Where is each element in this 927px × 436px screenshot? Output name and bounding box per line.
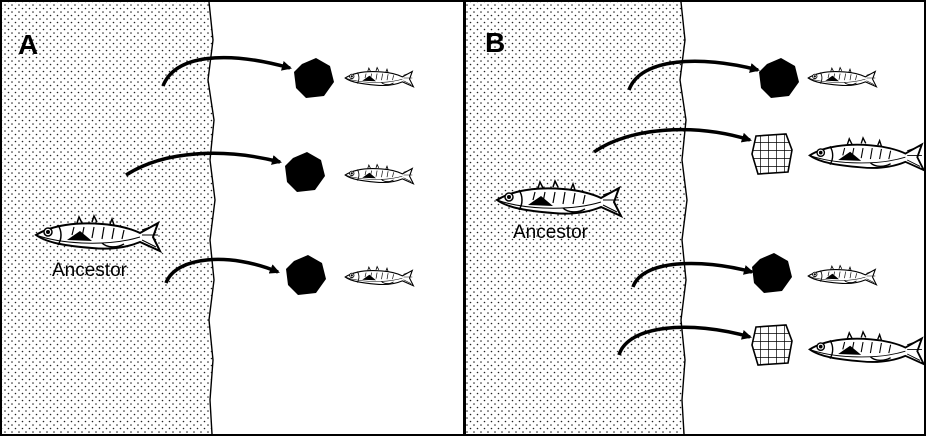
panel-b: B Ancestor [465,1,925,435]
grid-habitat-icon [752,325,792,365]
panel-letter-b: B [485,27,505,58]
ancestor-label: Ancestor [52,260,128,281]
panel-a: A Ancestor [1,1,464,435]
panel-letter-a: A [18,29,38,60]
grid-habitat-icon [752,134,792,174]
ancestor-label: Ancestor [513,222,589,243]
